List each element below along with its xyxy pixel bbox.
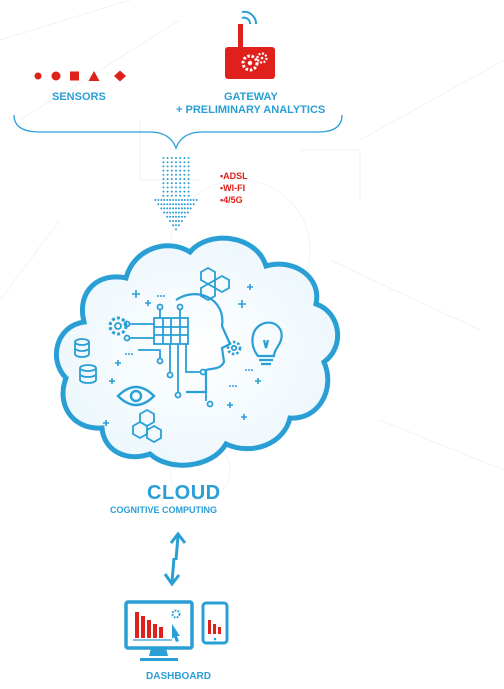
plus-marks <box>103 284 261 426</box>
sensor-square-icon <box>70 71 79 81</box>
sensor-triangle-icon <box>88 71 100 81</box>
connectivity-item: 4/5G <box>220 194 248 206</box>
ai-head-icon <box>175 293 232 394</box>
ellipsis-marks <box>125 295 253 387</box>
hexagon-cluster-icon <box>132 408 162 444</box>
bidirectional-arrow <box>163 531 187 587</box>
eye-icon <box>116 385 156 407</box>
connectivity-item: ADSL <box>220 170 248 182</box>
cloud-shape <box>53 235 341 468</box>
lightbulb-icon <box>251 321 283 366</box>
dotted-down-arrow <box>154 157 198 231</box>
database-icon <box>79 364 97 384</box>
gateway-title: GATEWAY <box>224 91 278 103</box>
cloud-contents <box>74 266 283 444</box>
gateway-subtitle: + PRELIMINARY ANALYTICS <box>176 104 326 116</box>
sensors-label: SENSORS <box>52 91 106 103</box>
sensor-diamond-icon <box>114 70 126 82</box>
hexagon-cluster-icon <box>200 266 230 302</box>
dashboard-label: DASHBOARD <box>146 671 211 682</box>
database-icon <box>74 338 90 358</box>
connectivity-item: WI-FI <box>220 182 248 194</box>
connectivity-list: ADSL WI-FI 4/5G <box>220 170 248 206</box>
gear-icon <box>226 340 242 356</box>
sensor-shapes <box>34 70 126 82</box>
tablet-chart-icon <box>201 601 229 645</box>
cloud-title: CLOUD <box>147 482 221 504</box>
grouping-brace <box>13 114 343 150</box>
circuit-grid-icon <box>153 317 189 345</box>
cloud-subtitle: COGNITIVE COMPUTING <box>110 505 218 515</box>
router-gear-icon <box>225 10 275 79</box>
sensor-circle-icon <box>34 72 42 80</box>
gear-icon <box>108 316 128 336</box>
sensor-circle-icon <box>51 71 61 81</box>
monitor-chart-icon <box>124 600 194 661</box>
